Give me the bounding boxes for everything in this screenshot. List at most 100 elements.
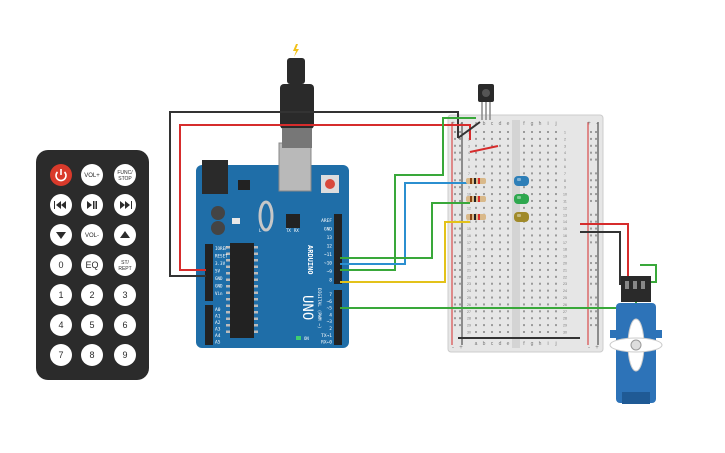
capacitor-1 [211,206,225,220]
remote-button-15[interactable]: 4 [50,314,72,336]
remote-button-label: 6 [122,320,127,330]
usb-cable [280,44,314,148]
breadboard-column-letter: i [547,341,548,347]
remote-button-20[interactable]: 9 [114,344,136,366]
wire-led-yellow [340,221,470,283]
breadboard-row-number: 23 [563,282,567,286]
digital-label: DIGITAL (PWM ~) [316,288,322,329]
rail-sign: - [452,345,454,351]
breadboard-row-number: 21 [467,268,471,272]
digital-pin-label: ~3 [327,319,333,325]
usb-plug [280,84,314,129]
power-header [205,244,213,301]
rail-sign: + [587,121,591,127]
on-label: ON [304,336,309,341]
breadboard-row-number: 4 [468,151,470,155]
breadboard-column-letter: e [507,121,510,127]
breadboard-column-letter: f [523,121,525,127]
remote-button-2[interactable]: FUNC/STOP [114,164,136,186]
digital-pin-label: 2 [329,326,332,332]
remote-button-16[interactable]: 5 [81,314,103,336]
breadboard-row-number: 22 [467,275,471,279]
wire-ir-signal-green [340,117,476,271]
breadboard-column-letter: i [547,121,548,127]
breadboard-column-letter: d [499,341,502,347]
remote-button-6[interactable] [50,224,72,246]
remote-button-13[interactable]: 2 [81,284,103,306]
breadboard-row-number: 8 [564,179,566,183]
wire-gnd-black [169,111,459,277]
remote-button-12[interactable]: 1 [50,284,72,306]
analog-pin-label: A0 [215,307,221,313]
breadboard-row-number: 25 [563,296,567,300]
wire-led-green [340,202,470,259]
remote-button-7[interactable]: VOL- [81,224,103,246]
reset-button[interactable] [325,179,335,189]
remote-button-label: 5 [89,320,94,330]
arduino-model: UNO [299,295,315,320]
breadboard-row-number: 24 [467,289,471,293]
on-led [296,336,301,340]
breadboard-row-number: 17 [467,241,471,245]
breadboard-row-number: 23 [467,282,471,286]
digital-pin-label: ~6 [327,299,333,305]
breadboard-column-letter: j [554,341,556,347]
digital-pin-label: ~9 [327,269,333,275]
breadboard-column-letter: b [483,121,486,127]
breadboard-column-letter: g [531,121,534,127]
remote-button-label: VOL- [85,233,99,239]
led-blue [514,176,529,186]
breadboard-row-number: 20 [563,262,567,266]
rail-sign: + [595,345,599,351]
resistor-3 [466,214,486,220]
remote-button-3[interactable] [50,194,72,216]
digital-header-bottom [334,290,342,345]
digital-pin-label: ~10 [324,261,332,267]
breadboard-row-number: 27 [563,310,567,314]
breadboard-column-letter: c [491,121,494,127]
breadboard-row-number: 28 [563,317,567,321]
led-yellow [514,212,529,222]
remote-button-label: 4 [58,320,63,330]
led-green [514,194,529,204]
remote-button-label: REPT [118,266,131,272]
breadboard-row-number: 12 [467,206,471,210]
breadboard-row-number: 10 [467,193,471,197]
remote-button-1[interactable]: VOL+ [81,164,103,186]
breadboard-row-number: 17 [563,241,567,245]
breadboard-center-channel [512,120,520,348]
remote-button-19[interactable]: 8 [81,344,103,366]
breadboard-column-letter: g [531,341,534,347]
rail-sign: + [459,345,463,351]
remote-button-0[interactable] [50,164,72,186]
arduino-uno-board: IOREFRESET3.3V5VGNDGNDVinA0A1A2A3A4A5ARE… [196,142,349,348]
breadboard-row-number: 12 [563,206,567,210]
remote-button-11[interactable]: ST/REPT [114,254,136,276]
analog-pin-label: A5 [215,340,221,346]
breadboard-row-number: 25 [467,296,471,300]
digital-pin-label: 7 [329,292,332,298]
remote-button-9[interactable]: 0 [50,254,72,276]
breadboard-row-number: 30 [563,331,567,335]
breadboard-row-number: 18 [563,248,567,252]
remote-button-5[interactable] [114,194,136,216]
remote-button-8[interactable] [114,224,136,246]
breadboard-row-number: 11 [563,199,567,203]
analog-header [205,305,213,345]
analog-pin-label: A3 [215,327,221,333]
breadboard-row-number: 18 [467,248,471,252]
remote-button-4[interactable] [81,194,103,216]
remote-button-label: 0 [58,260,63,270]
digital-pin-label: 12 [327,244,333,250]
remote-button-18[interactable]: 7 [50,344,72,366]
usb-plug-neck [282,128,312,148]
remote-button-label: ST/ [121,260,129,266]
remote-button-17[interactable]: 6 [114,314,136,336]
breadboard-row-number: 29 [563,324,567,328]
rail-sign: - [588,345,590,351]
breadboard-row-number: 3 [468,144,470,148]
breadboard-row-number: 29 [467,324,471,328]
remote-button-14[interactable]: 3 [114,284,136,306]
remote-button-10[interactable]: EQ [81,254,103,276]
